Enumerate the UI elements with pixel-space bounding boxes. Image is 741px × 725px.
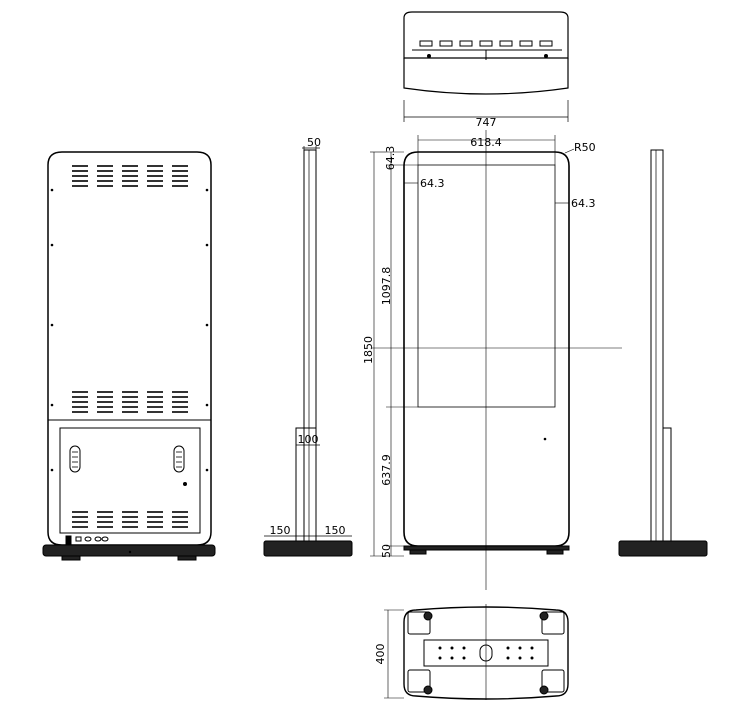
side-view-left: 50 100 150 150 <box>263 136 353 557</box>
top-view: 747 <box>403 11 569 129</box>
dim-lower-section-height: 637.9 <box>380 454 393 486</box>
dim-bezel-left: 64.3 <box>420 177 445 190</box>
dim-base-right-extent: 150 <box>325 524 346 537</box>
dim-corner-radius: R50 <box>574 141 596 154</box>
back-view <box>42 151 216 561</box>
dim-overall-width: 747 <box>476 116 497 129</box>
dim-side-column-width: 100 <box>298 433 319 446</box>
front-view: 618.4 R50 64.3 64.3 64.3 1097.8 1850 637… <box>362 130 622 590</box>
dim-base-left-extent: 150 <box>270 524 291 537</box>
dim-screen-height: 1097.8 <box>380 267 393 306</box>
bottom-view: 400 <box>374 604 569 700</box>
dim-side-top-thickness: 50 <box>307 136 321 149</box>
dim-screen-width: 618.4 <box>470 136 502 149</box>
dim-bezel-top: 64.3 <box>384 146 397 171</box>
side-view-right <box>618 149 708 557</box>
dim-bezel-right: 64.3 <box>571 197 596 210</box>
dim-foot-height: 50 <box>380 544 393 558</box>
dim-overall-height: 1850 <box>362 336 375 364</box>
dim-base-depth: 400 <box>374 644 387 665</box>
